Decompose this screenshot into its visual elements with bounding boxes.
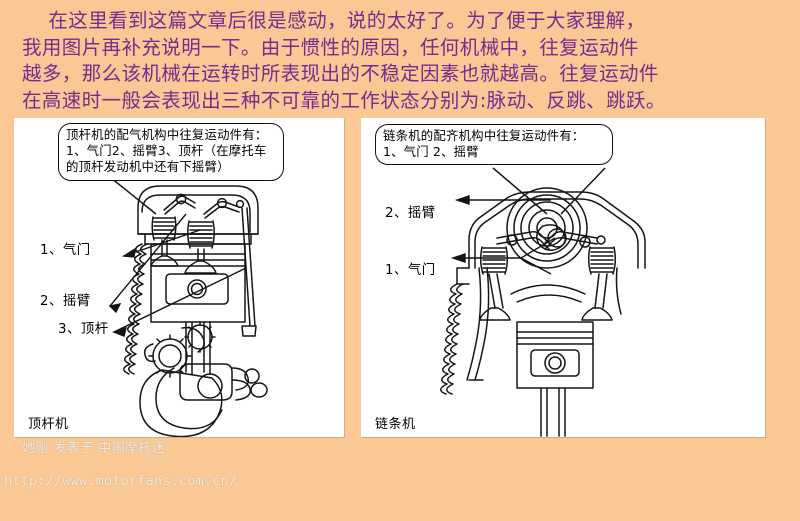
left-callout-bubble: 顶杆机的配气机构中往复运动件有： 1、气门2、摇臂3、顶杆（在摩托车 的顶杆发动… xyxy=(58,123,284,181)
right-label-rocker-arm: 2、摇臂 xyxy=(385,206,436,221)
watermark-line-1: 她刚 发表于 中国摩托迷 xyxy=(22,441,166,456)
right-panel-caption: 链条机 xyxy=(375,417,416,432)
left-label-pushrod: 3、顶杆 xyxy=(58,322,109,337)
left-label-rocker-arm: 2、摇臂 xyxy=(40,294,91,309)
pushrod-engine-drawing xyxy=(105,173,268,437)
watermark: 她刚 发表于 中国摩托迷 http://www.motorfans.com.cn… xyxy=(4,425,237,521)
left-panel-caption: 顶杆机 xyxy=(28,417,69,432)
header-paragraph: 在这里看到这篇文章后很是感动，说的太好了。为了便于大家理解， 我用图片再补充说明… xyxy=(22,9,666,112)
right-callout-bubble: 链条机的配齐机构中往复运动件有： 1、气门 2、摇臂 xyxy=(375,124,613,166)
chain-ohc-engine-drawing xyxy=(440,167,646,437)
right-diagram-panel: 链条机的配齐机构中往复运动件有： 1、气门 2、摇臂 2、摇臂 1、气门 链条机 xyxy=(361,118,765,437)
left-diagram-panel: 顶杆机的配气机构中往复运动件有： 1、气门2、摇臂3、顶杆（在摩托车 的顶杆发动… xyxy=(14,118,344,437)
screenshot-root: 在这里看到这篇文章后很是感动，说的太好了。为了便于大家理解， 我用图片再补充说明… xyxy=(4,9,765,489)
left-label-valve: 1、气门 xyxy=(40,243,91,258)
watermark-url: http://www.motorfans.com.cn/ xyxy=(4,473,238,489)
right-label-valve: 1、气门 xyxy=(385,263,436,278)
